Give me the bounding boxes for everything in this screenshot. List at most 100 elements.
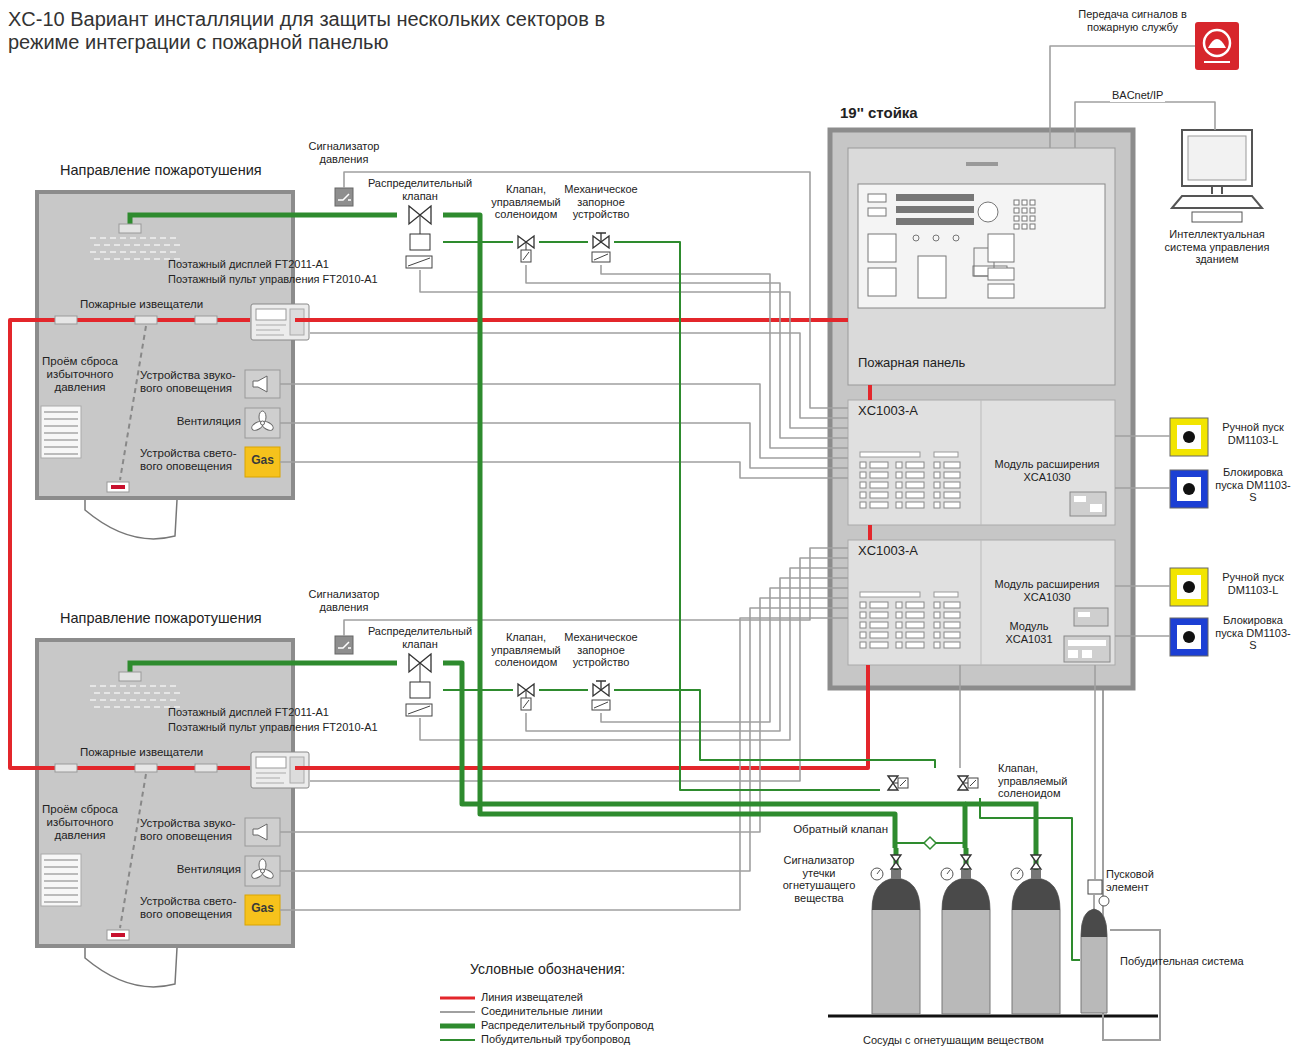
pilot-cylinder-shape <box>1080 905 1108 1015</box>
node-sublabel: Модуль расширения XCA1030 <box>981 578 1113 603</box>
fire-panel: Пожарная панель <box>848 148 1115 385</box>
distribution-valve-shape <box>397 204 443 270</box>
pipe-line <box>443 663 965 848</box>
node-label: Клапан, управляемый соленоидом <box>483 183 569 221</box>
signal-line <box>526 578 848 731</box>
detector-line <box>868 525 872 540</box>
mechanical-shutoff: Механическое запорное устройство <box>588 230 614 265</box>
signal-line <box>1050 46 1195 148</box>
annotation: Пожарные извещатели <box>80 298 220 311</box>
release-block: Блокировка пуска DM1103-S <box>1170 470 1208 508</box>
sounder-shape <box>245 818 280 846</box>
cylinder-solenoid-valves-shape <box>880 768 990 798</box>
legend-sample <box>440 997 475 1000</box>
distribution-valve-shape <box>397 652 443 718</box>
signal-line <box>1115 435 1170 437</box>
annotation: Проём сброса избыточного давления <box>38 355 122 395</box>
signal-line <box>601 265 848 448</box>
sounder: Устройства звуко- вого оповещения <box>245 370 280 398</box>
pipe-line <box>539 241 588 243</box>
agent-cylinders: Сигнализатор утечки огнетушащего веществ… <box>868 848 1068 1018</box>
pipe-line <box>980 798 1080 960</box>
node-sublabel: Устройства свето- вого оповещения <box>140 447 244 473</box>
fire-panel-shape <box>848 148 1115 385</box>
manual-release: Ручной пуск DM1103-L <box>1170 418 1208 456</box>
manifold-pipe <box>965 804 1036 848</box>
release-block-shape <box>1170 618 1208 656</box>
pipe-line <box>614 690 935 768</box>
manual-release-shape <box>1170 418 1208 456</box>
pipe-line <box>295 661 397 666</box>
node-label: Пусковой элемент <box>1106 868 1176 893</box>
node-sublabel: Сосуды с огнетушащим веществом <box>863 1034 1083 1047</box>
pressure-switch: Сигнализатор давления <box>335 636 353 654</box>
node-label: Вентиляция <box>153 863 241 876</box>
signal-line <box>1115 635 1170 637</box>
manual-release: Ручной пуск DM1103-L <box>1170 568 1208 606</box>
signal-line <box>1115 585 1170 587</box>
module-wire <box>1103 665 1160 1040</box>
floor-panel: Поэтажный дисплей FT2011-A1Поэтажный пул… <box>250 303 310 341</box>
signal-line <box>526 265 848 438</box>
floor-panel-shape <box>250 303 310 341</box>
floor-panel-shape <box>250 751 310 789</box>
node-label: Сигнализатор давления <box>299 140 389 165</box>
cylinder-solenoid-valves: Клапан, управляемый соленоидом <box>880 768 990 798</box>
signal-line <box>1094 665 1096 880</box>
bms-computer-shape <box>1172 130 1262 225</box>
signal-line <box>280 618 848 910</box>
solenoid-valve: Клапан, управляемый соленоидом <box>513 678 539 713</box>
signal-line <box>310 333 848 418</box>
distribution-valve: Распределительный клапан <box>397 652 443 718</box>
ventilation: Вентиляция <box>245 856 280 886</box>
legend-text: Соединительные линии <box>481 1005 701 1018</box>
ventilation: Вентиляция <box>245 408 280 438</box>
node-label: Механическое запорное устройство <box>556 631 646 669</box>
signal-line <box>1075 102 1215 148</box>
legend-text: Побудительный трубопровод <box>481 1033 701 1046</box>
signal-line <box>280 462 848 478</box>
protected-room: Направление пожаротушенияПоэтажный диспл… <box>35 638 295 948</box>
node-label: Направление пожаротушения <box>60 610 300 627</box>
legend-sample <box>440 1011 475 1013</box>
pipe-line <box>443 689 513 691</box>
solenoid-valve-shape <box>513 678 539 713</box>
signal-line <box>420 270 848 428</box>
flash-light: GasУстройства свето- вого оповещения <box>245 447 280 477</box>
mechanical-shutoff-shape <box>588 230 614 265</box>
signal-line <box>280 423 848 468</box>
pilot-actuator: Пусковой элемент <box>1088 880 1102 894</box>
detector-line <box>10 320 35 768</box>
diagram-title: XC-10 Вариант инсталляции для защиты нес… <box>8 8 668 54</box>
node-label: Передача сигналов в пожарную службу <box>1075 8 1190 33</box>
signal-line <box>280 608 848 871</box>
annotation: Пожарные извещатели <box>80 746 220 759</box>
pressure-switch: Сигнализатор давления <box>335 188 353 206</box>
legend-sample <box>440 1039 475 1041</box>
node-label: 19'' стойка <box>840 104 1040 121</box>
signal-line <box>280 598 848 832</box>
node-label: Пожарная панель <box>858 356 1058 371</box>
node-label: Механическое запорное устройство <box>556 183 646 221</box>
release-block-shape <box>1170 470 1208 508</box>
ventilation-shape <box>245 408 280 438</box>
node-label: Клапан, управляемый соленоидом <box>483 631 569 669</box>
node-label: Побудительная система <box>1120 955 1260 968</box>
mechanical-shutoff-shape <box>588 678 614 713</box>
node-label: Поэтажный дисплей FT2011-A1 <box>168 258 400 271</box>
node-label: Блокировка пуска DM1103-S <box>1214 614 1292 652</box>
signal-line <box>280 384 848 458</box>
node-sublabel: Устройства свето- вого оповещения <box>140 895 244 921</box>
node-sublabel: Поэтажный пульт управления FT2010-A1 <box>168 721 400 734</box>
pipe-line <box>295 213 397 218</box>
solenoid-valve: Клапан, управляемый соленоидом <box>513 230 539 265</box>
solenoid-valve-shape <box>513 230 539 265</box>
node-label: Направление пожаротушения <box>60 162 300 179</box>
pressure-switch-shape <box>335 188 353 206</box>
distribution-valve: Распределительный клапан <box>397 204 443 270</box>
node-label: Ручной пуск DM1103-L <box>1214 421 1292 446</box>
node-label: Gas <box>245 454 280 468</box>
detector-line <box>295 665 868 768</box>
rack-19: 19'' стойкаПожарная панельXC1003-AМодуль… <box>828 128 1135 690</box>
bms-computer: Интеллектуальная система управления здан… <box>1172 130 1262 225</box>
